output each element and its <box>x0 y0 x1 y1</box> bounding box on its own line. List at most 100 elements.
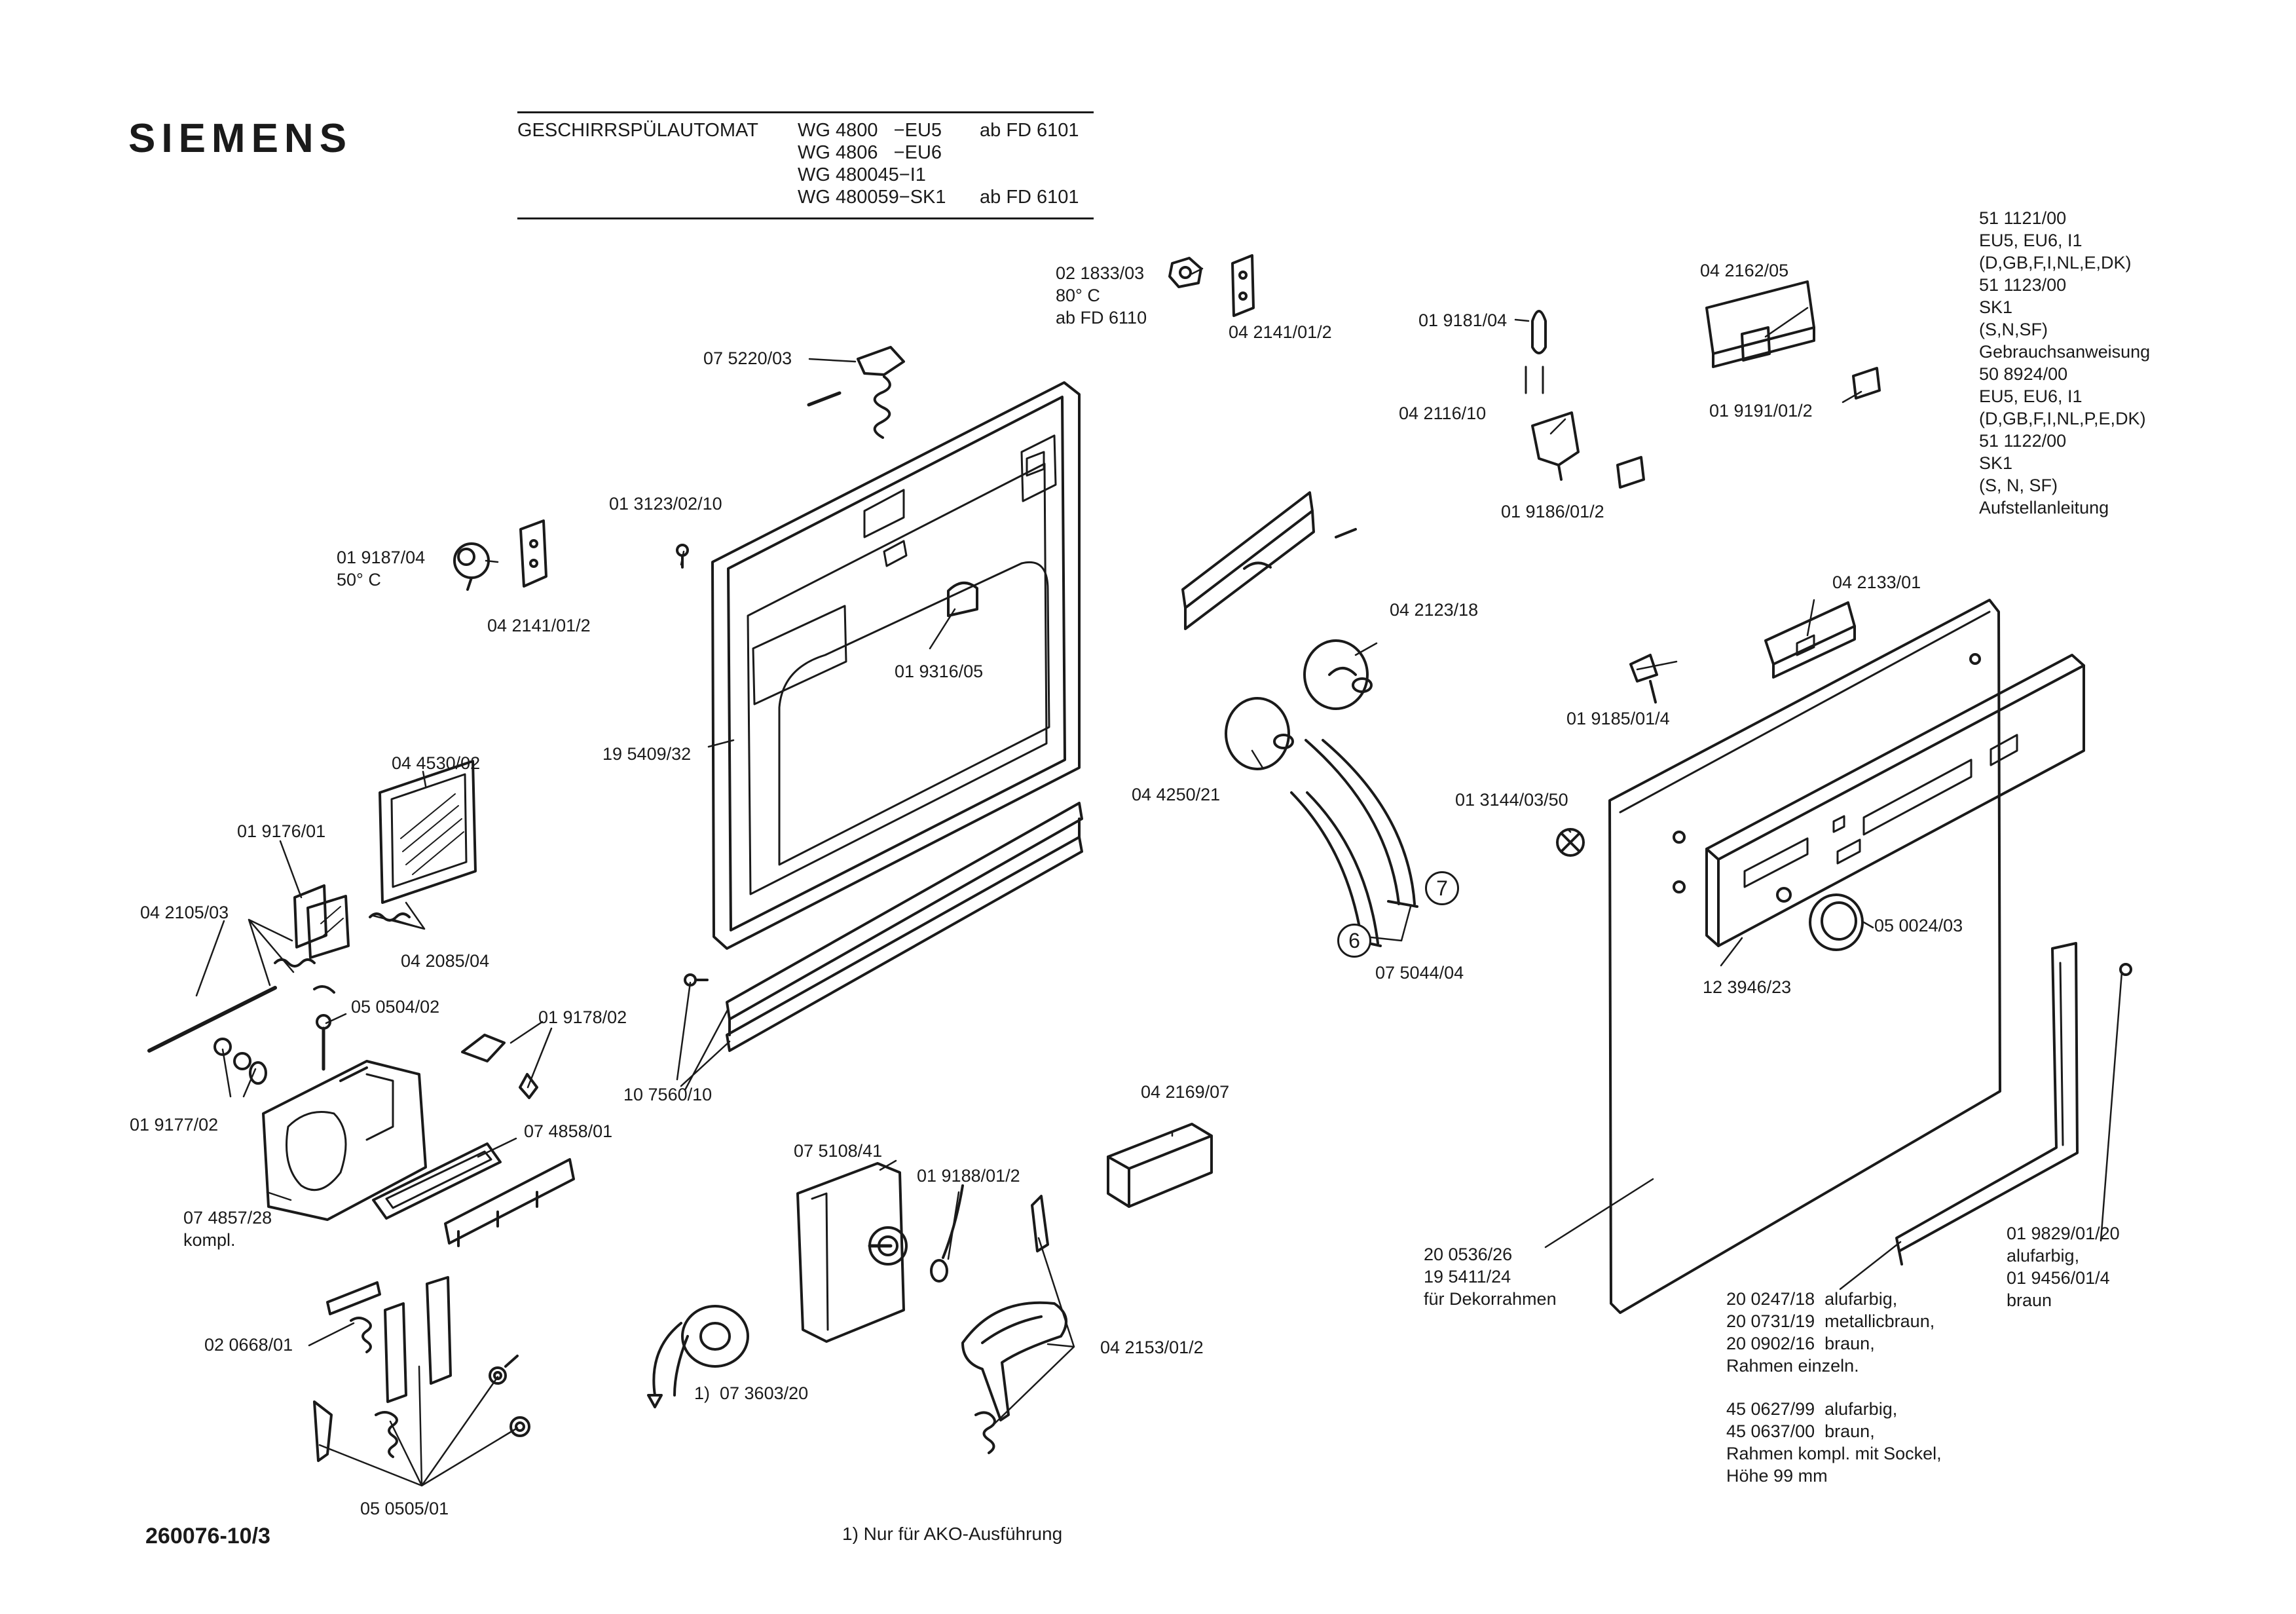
document-line: 51 1123/00 <box>1979 275 2067 295</box>
part-label-450627: 45 0627/99 alufarbig,45 0637/00 braun,Ra… <box>1726 1399 1942 1486</box>
model-line-1-note: ab FD 6101 <box>980 120 1079 141</box>
part-label-013123: 01 3123/02/10 <box>609 494 722 514</box>
document-line: 50 8924/00 <box>1979 364 2068 384</box>
part-label-042169: 04 2169/07 <box>1141 1082 1230 1102</box>
bracket-top-part <box>1231 254 1255 317</box>
motor-part <box>647 1305 749 1408</box>
part-label-019188: 01 9188/01/2 <box>917 1166 1020 1186</box>
part-label-200247: 20 0247/18 alufarbig,20 0731/19 metallic… <box>1726 1289 1935 1376</box>
circled-mark-7: 7 <box>1425 871 1459 905</box>
rosette-part <box>1556 828 1585 857</box>
dispenser-gasket-part <box>372 1142 502 1220</box>
part-label-073603: 1) 07 3603/20 <box>694 1383 809 1403</box>
door-screw-part <box>684 973 709 986</box>
part-label-044530: 04 4530/02 <box>392 753 481 773</box>
thermostat-50c-part <box>453 542 490 591</box>
dispenser-seal-part <box>293 884 350 959</box>
document-line: (D,GB,F,I,NL,E,DK) <box>1979 253 2132 272</box>
part-label-019178: 01 9178/02 <box>538 1007 627 1027</box>
document-line: 51 1122/00 <box>1979 431 2067 451</box>
model-line-3: WG 480045−I1 <box>798 164 926 185</box>
dispenser-body-assembly <box>262 1060 427 1221</box>
control-panel-part <box>1705 654 2085 947</box>
document-line: Aufstellanleitung <box>1979 498 2109 517</box>
part-label-019185: 01 9185/01/4 <box>1566 709 1670 728</box>
part-label-042141-left: 04 2141/01/2 <box>487 616 591 635</box>
document-line: EU5, EU6, I1 <box>1979 386 2083 406</box>
gasket-rail-part <box>444 1158 575 1247</box>
circled-mark-6: 6 <box>1337 924 1371 958</box>
part-label-019176: 01 9176/01 <box>237 821 326 841</box>
part-label-075108: 07 5108/41 <box>794 1141 883 1161</box>
product-title: GESCHIRRSPÜLAUTOMAT <box>517 120 758 141</box>
document-line: (S,N,SF) <box>1979 320 2048 339</box>
door-bottom-rail <box>726 802 1083 1052</box>
part-label-074858: 07 4858/01 <box>524 1121 613 1141</box>
model-line-4-note: ab FD 6101 <box>980 187 1079 208</box>
documents-list: 51 1121/00 EU5, EU6, I1 (D,GB,F,I,NL,E,D… <box>1979 207 2267 519</box>
part-label-042123: 04 2123/18 <box>1390 600 1479 620</box>
model-line-2: WG 4806 −EU6 <box>798 142 942 163</box>
selector-knob-lower <box>1225 697 1294 770</box>
part-label-050024: 05 0024/03 <box>1874 916 1963 935</box>
part-label-042116: 04 2116/10 <box>1399 404 1487 423</box>
part-label-050505: 05 0505/01 <box>360 1499 449 1518</box>
door-handle-part <box>1764 601 1856 679</box>
door-latch-spring-part <box>807 346 905 439</box>
part-label-042133: 04 2133/01 <box>1832 572 1921 592</box>
selector-knob-upper <box>1303 639 1373 710</box>
clip-parts <box>461 1034 538 1099</box>
part-label-042153: 04 2153/01/2 <box>1100 1338 1204 1357</box>
model-line-4: WG 480059−SK1 <box>798 187 946 208</box>
header-rule-top <box>517 111 1094 113</box>
hose-parts <box>1290 739 1418 947</box>
document-number: 260076-10/3 <box>145 1524 270 1548</box>
dispenser-cap-part <box>947 582 978 617</box>
handle-lever-part <box>961 1195 1067 1454</box>
thermostat-80c-part <box>1168 257 1202 288</box>
part-label-042085: 04 2085/04 <box>401 951 490 971</box>
part-label-107560: 10 7560/10 <box>623 1085 713 1104</box>
rod-part <box>147 986 277 1053</box>
switch-button-part-a <box>1852 367 1881 400</box>
part-label-195409: 19 5409/32 <box>602 744 692 764</box>
part-label-013144: 01 3144/03/50 <box>1455 790 1568 810</box>
part-label-042162: 04 2162/05 <box>1700 261 1789 280</box>
switch-rail-part <box>1181 491 1357 630</box>
part-label-044250: 04 4250/21 <box>1132 785 1221 804</box>
outer-door-panel <box>1608 599 2001 1314</box>
dispenser-cover-frame <box>379 760 477 904</box>
switch-bracket-part <box>1531 411 1580 481</box>
hook-part <box>1629 654 1658 704</box>
document-line: 51 1121/00 <box>1979 208 2067 228</box>
document-line: SK1 <box>1979 453 2013 473</box>
part-label-019181: 01 9181/04 <box>1418 310 1508 330</box>
part-label-075220: 07 5220/03 <box>703 348 792 368</box>
part-label-019186: 01 9186/01/2 <box>1501 502 1604 521</box>
small-box-part <box>1107 1123 1213 1208</box>
footnote: 1) Nur für AKO-Ausführung <box>842 1524 1063 1544</box>
part-label-123946: 12 3946/23 <box>1703 977 1792 997</box>
switch-button-part-b <box>1616 456 1645 489</box>
door-inner-panel <box>711 381 1081 950</box>
part-label-019191: 01 9191/01/2 <box>1709 401 1813 421</box>
switch-housing-part <box>1705 280 1815 368</box>
part-label-020668: 02 0668/01 <box>204 1335 293 1355</box>
part-label-075044: 07 5044/04 <box>1375 963 1464 983</box>
document-line: (S, N, SF) <box>1979 476 2058 495</box>
bracket-left-part <box>519 519 547 588</box>
part-label-042105: 04 2105/03 <box>140 903 229 922</box>
document-line: SK1 <box>1979 297 2013 317</box>
model-line-1: WG 4800 −EU5 <box>798 120 942 141</box>
program-timer-part <box>796 1162 908 1343</box>
part-label-042141-top: 04 2141/01/2 <box>1229 322 1332 342</box>
pin-part <box>316 1014 331 1071</box>
hinge-bracket-parts <box>313 1276 530 1462</box>
microswitch-part <box>1525 310 1547 394</box>
header-rule-bottom <box>517 217 1094 219</box>
